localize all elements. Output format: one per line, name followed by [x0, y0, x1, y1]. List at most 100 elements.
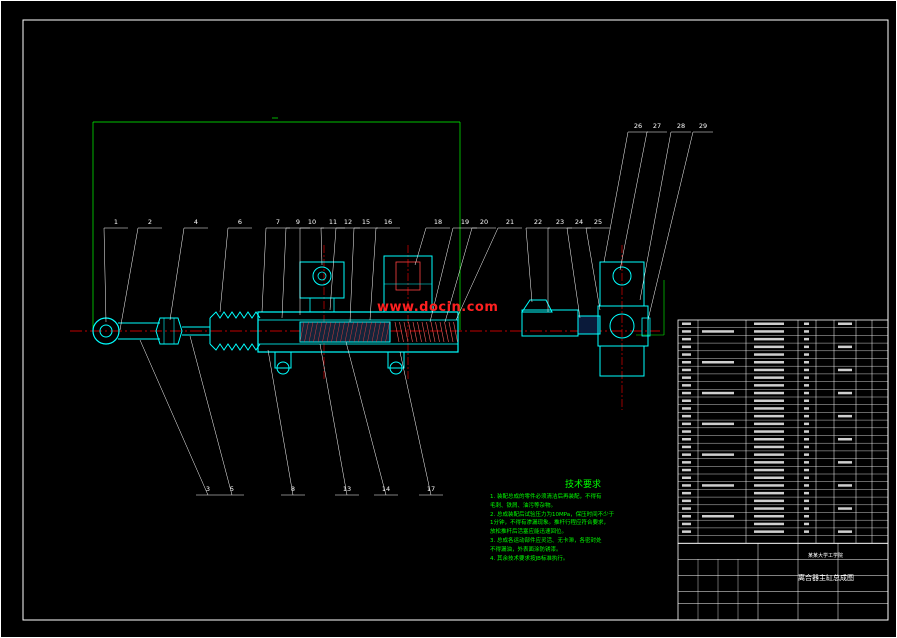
callout-number: 1 — [114, 218, 118, 226]
row-index-mark — [682, 484, 691, 487]
callout-leader — [414, 227, 427, 266]
row-qty-mark — [804, 337, 809, 341]
technical-requirement-line: 毛刺、铁屑、油污等杂物。 — [490, 502, 557, 509]
title-block-drawing-title: 离合器主缸总成图 — [798, 574, 854, 582]
callout-leader — [329, 227, 337, 311]
callout-number: 21 — [506, 218, 514, 226]
section-hatch — [340, 321, 345, 343]
callout-leader — [444, 227, 473, 323]
row-index-mark — [682, 438, 691, 441]
row-name-mark — [754, 491, 784, 495]
row-material-mark — [838, 345, 852, 349]
callout-number: 7 — [276, 218, 280, 226]
callout-number: 13 — [343, 485, 351, 493]
callout-number: 12 — [344, 218, 352, 226]
callout-leader — [320, 227, 323, 266]
row-index-mark — [682, 384, 691, 387]
row-index-mark — [682, 468, 691, 472]
return-spring-coil — [412, 321, 418, 343]
cylinder-bore — [257, 319, 459, 345]
row-qty-mark — [804, 422, 809, 426]
callout-number: 23 — [556, 218, 564, 226]
piston — [299, 321, 391, 343]
callout-leader — [349, 227, 355, 323]
clevis-eye-inner — [99, 324, 113, 338]
callout-leader — [603, 131, 629, 263]
row-qty-mark — [804, 453, 809, 456]
row-material-mark — [838, 391, 852, 395]
technical-requirement-line: 4. 其余技术要求按JB标准执行。 — [490, 555, 569, 562]
row-material-mark — [838, 507, 852, 510]
row-material-mark — [838, 438, 852, 441]
aux-bore — [609, 313, 635, 339]
section-hatch — [349, 321, 354, 343]
row-qty-mark — [804, 345, 809, 349]
callout-leader — [219, 227, 229, 313]
row-qty-mark — [804, 515, 809, 518]
row-name-mark — [754, 422, 784, 426]
callout-number: 11 — [329, 218, 337, 226]
row-qty-mark — [804, 391, 809, 395]
row-qty-mark — [804, 407, 809, 410]
section-hatch — [344, 321, 350, 343]
hex-nut — [155, 317, 183, 345]
row-index-mark — [682, 368, 691, 372]
callout-leader — [525, 227, 533, 303]
callout-leader — [345, 341, 387, 496]
row-name-mark — [754, 461, 784, 464]
callout-number: 22 — [534, 218, 542, 226]
callout-leader — [455, 227, 499, 321]
row-qty-mark — [804, 468, 809, 472]
section-hatch — [358, 321, 363, 343]
row-name-mark — [754, 414, 784, 418]
technical-requirements: 技术要求 1. 装配总成的零件必须清洁后再装配，不得有 毛刺、铁屑、油污等杂物。… — [490, 477, 676, 563]
title-block-school: 某某大学工学院 — [808, 553, 844, 559]
row-name-mark — [754, 438, 784, 441]
title-block — [677, 542, 889, 621]
dust-boot-bottom — [209, 343, 261, 351]
section-hatch — [376, 321, 381, 343]
return-spring-coil — [426, 321, 431, 343]
row-qty-mark — [804, 353, 809, 356]
row-index-mark — [682, 391, 691, 395]
aux-body-left — [521, 309, 579, 337]
row-qty-mark — [804, 399, 809, 402]
callout-leader — [399, 351, 432, 496]
row-name-mark — [754, 322, 784, 325]
section-hatch — [367, 321, 372, 343]
callout-leader — [566, 227, 581, 319]
section-hatch — [308, 321, 314, 343]
row-index-mark — [682, 322, 691, 325]
callout-leader — [189, 335, 233, 496]
row-index-mark — [682, 399, 691, 402]
row-index-mark — [682, 337, 691, 341]
inlet-fitting-bore — [317, 271, 327, 281]
mounting-hole-right — [389, 361, 403, 375]
row-material-mark — [838, 368, 852, 372]
row-index-mark — [682, 361, 691, 364]
row-index-mark — [682, 476, 691, 479]
row-index-mark — [682, 376, 691, 379]
callout-number: 20 — [480, 218, 488, 226]
return-spring-coil — [417, 321, 422, 343]
return-spring-coil — [448, 321, 454, 343]
row-code-mark — [702, 484, 734, 487]
callout-number: 15 — [362, 218, 370, 226]
row-qty-mark — [804, 368, 809, 372]
callout-number: 24 — [575, 218, 583, 226]
section-hatch — [326, 321, 332, 343]
row-qty-mark — [804, 499, 809, 503]
row-code-mark — [702, 422, 734, 426]
callout-number: 9 — [296, 218, 300, 226]
callout-leader — [369, 227, 377, 321]
row-code-mark — [702, 391, 734, 395]
row-name-mark — [754, 484, 784, 487]
section-hatch — [385, 321, 390, 343]
row-index-mark — [682, 330, 691, 333]
callout-leader — [281, 227, 287, 319]
outlet-fitting-section — [395, 261, 421, 291]
callout-leader — [647, 131, 694, 321]
row-name-mark — [754, 499, 784, 503]
